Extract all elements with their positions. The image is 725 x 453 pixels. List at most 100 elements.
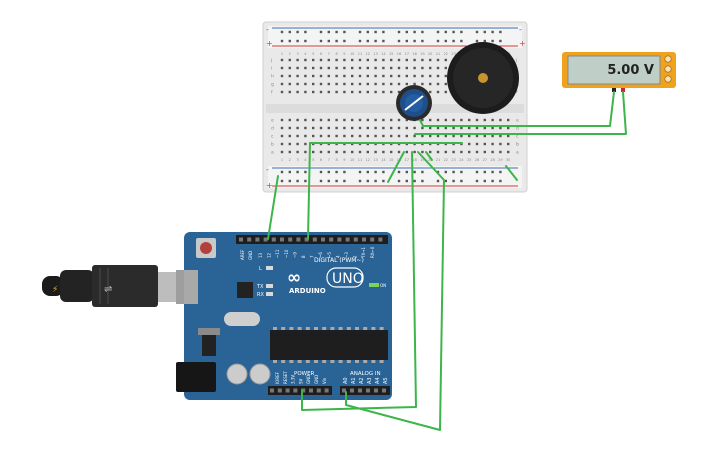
breadboard-hole[interactable] <box>304 126 307 130</box>
header-pin[interactable] <box>255 237 260 242</box>
rail-hole[interactable] <box>491 39 494 43</box>
header-pin[interactable] <box>321 237 325 242</box>
mode-v-button[interactable] <box>664 65 672 73</box>
rail-hole[interactable] <box>327 179 330 183</box>
breadboard-hole[interactable] <box>444 134 447 138</box>
breadboard-hole[interactable] <box>475 142 479 146</box>
breadboard-hole[interactable] <box>397 150 401 154</box>
breadboard-hole[interactable] <box>382 134 385 138</box>
breadboard-hole[interactable] <box>327 126 330 130</box>
breadboard-hole[interactable] <box>327 134 330 138</box>
header-pin[interactable] <box>370 237 375 242</box>
breadboard-hole[interactable] <box>507 118 510 122</box>
breadboard-hole[interactable] <box>491 118 494 122</box>
rail-hole[interactable] <box>343 30 346 34</box>
breadboard-hole[interactable] <box>343 118 346 122</box>
breadboard-hole[interactable] <box>421 134 424 138</box>
breadboard-hole[interactable] <box>444 118 447 122</box>
rail-hole[interactable] <box>374 30 377 34</box>
breadboard-hole[interactable] <box>483 142 486 146</box>
breadboard-hole[interactable] <box>319 150 323 154</box>
breadboard-hole[interactable] <box>413 126 416 130</box>
breadboard-hole[interactable] <box>335 118 338 122</box>
breadboard-hole[interactable] <box>429 58 432 62</box>
breadboard-hole[interactable] <box>413 82 416 86</box>
breadboard-hole[interactable] <box>499 150 502 154</box>
breadboard-hole[interactable] <box>312 82 315 86</box>
breadboard-hole[interactable] <box>351 66 354 70</box>
rail-hole[interactable] <box>343 179 346 183</box>
breadboard-hole[interactable] <box>452 118 455 122</box>
breadboard-hole[interactable] <box>468 142 471 146</box>
breadboard-hole[interactable] <box>444 82 447 86</box>
rail-hole[interactable] <box>397 30 401 34</box>
breadboard-hole[interactable] <box>507 142 510 146</box>
breadboard-hole[interactable] <box>397 82 401 86</box>
breadboard-hole[interactable] <box>374 134 377 138</box>
breadboard-hole[interactable] <box>444 66 447 70</box>
breadboard-hole[interactable] <box>358 118 362 122</box>
rail-hole[interactable] <box>436 39 440 43</box>
rail-hole[interactable] <box>366 30 369 34</box>
rail-hole[interactable] <box>483 179 486 183</box>
rail-hole[interactable] <box>444 179 447 183</box>
header-pin[interactable] <box>342 388 346 393</box>
mode-ohm-button[interactable] <box>664 75 672 83</box>
breadboard-hole[interactable] <box>382 82 385 86</box>
breadboard-hole[interactable] <box>413 66 416 70</box>
rail-hole[interactable] <box>296 39 299 43</box>
rail-hole[interactable] <box>296 170 299 174</box>
breadboard-hole[interactable] <box>335 82 338 86</box>
probe-black-terminal[interactable] <box>612 88 616 92</box>
rail-hole[interactable] <box>460 39 463 43</box>
breadboard-hole[interactable] <box>429 74 432 78</box>
breadboard-hole[interactable] <box>390 134 393 138</box>
rail-hole[interactable] <box>366 179 369 183</box>
breadboard-hole[interactable] <box>421 58 424 62</box>
breadboard-hole[interactable] <box>390 58 393 62</box>
breadboard-hole[interactable] <box>312 66 315 70</box>
breadboard-hole[interactable] <box>390 66 393 70</box>
rail-hole[interactable] <box>460 170 463 174</box>
breadboard-hole[interactable] <box>429 90 432 94</box>
breadboard-hole[interactable] <box>280 58 284 62</box>
breadboard-hole[interactable] <box>397 90 401 94</box>
breadboard-hole[interactable] <box>421 74 424 78</box>
rail-hole[interactable] <box>288 179 291 183</box>
rail-hole[interactable] <box>413 179 416 183</box>
breadboard-hole[interactable] <box>327 58 330 62</box>
breadboard-hole[interactable] <box>374 150 377 154</box>
breadboard-hole[interactable] <box>483 150 486 154</box>
breadboard-hole[interactable] <box>280 126 284 130</box>
breadboard-hole[interactable] <box>436 126 440 130</box>
breadboard-hole[interactable] <box>343 134 346 138</box>
breadboard-hole[interactable] <box>421 150 424 154</box>
rail-hole[interactable] <box>460 179 463 183</box>
breadboard-hole[interactable] <box>390 82 393 86</box>
breadboard-hole[interactable] <box>335 126 338 130</box>
breadboard-hole[interactable] <box>358 58 362 62</box>
breadboard-hole[interactable] <box>280 150 284 154</box>
breadboard-hole[interactable] <box>358 82 362 86</box>
rail-hole[interactable] <box>366 170 369 174</box>
rail-hole[interactable] <box>335 30 338 34</box>
header-pin[interactable] <box>362 237 366 242</box>
breadboard-hole[interactable] <box>405 66 408 70</box>
rail-hole[interactable] <box>436 179 440 183</box>
header-pin[interactable] <box>247 237 252 242</box>
breadboard-hole[interactable] <box>296 90 299 94</box>
breadboard-hole[interactable] <box>374 90 377 94</box>
rail-hole[interactable] <box>475 170 479 174</box>
breadboard-hole[interactable] <box>280 74 284 78</box>
rail-hole[interactable] <box>319 170 323 174</box>
breadboard-hole[interactable] <box>444 150 447 154</box>
breadboard-hole[interactable] <box>405 150 408 154</box>
breadboard-hole[interactable] <box>468 118 471 122</box>
breadboard-hole[interactable] <box>288 142 291 146</box>
breadboard-hole[interactable] <box>436 74 440 78</box>
breadboard-hole[interactable] <box>483 134 486 138</box>
breadboard-hole[interactable] <box>397 58 401 62</box>
breadboard-hole[interactable] <box>405 58 408 62</box>
breadboard-hole[interactable] <box>483 118 486 122</box>
rail-hole[interactable] <box>421 179 424 183</box>
